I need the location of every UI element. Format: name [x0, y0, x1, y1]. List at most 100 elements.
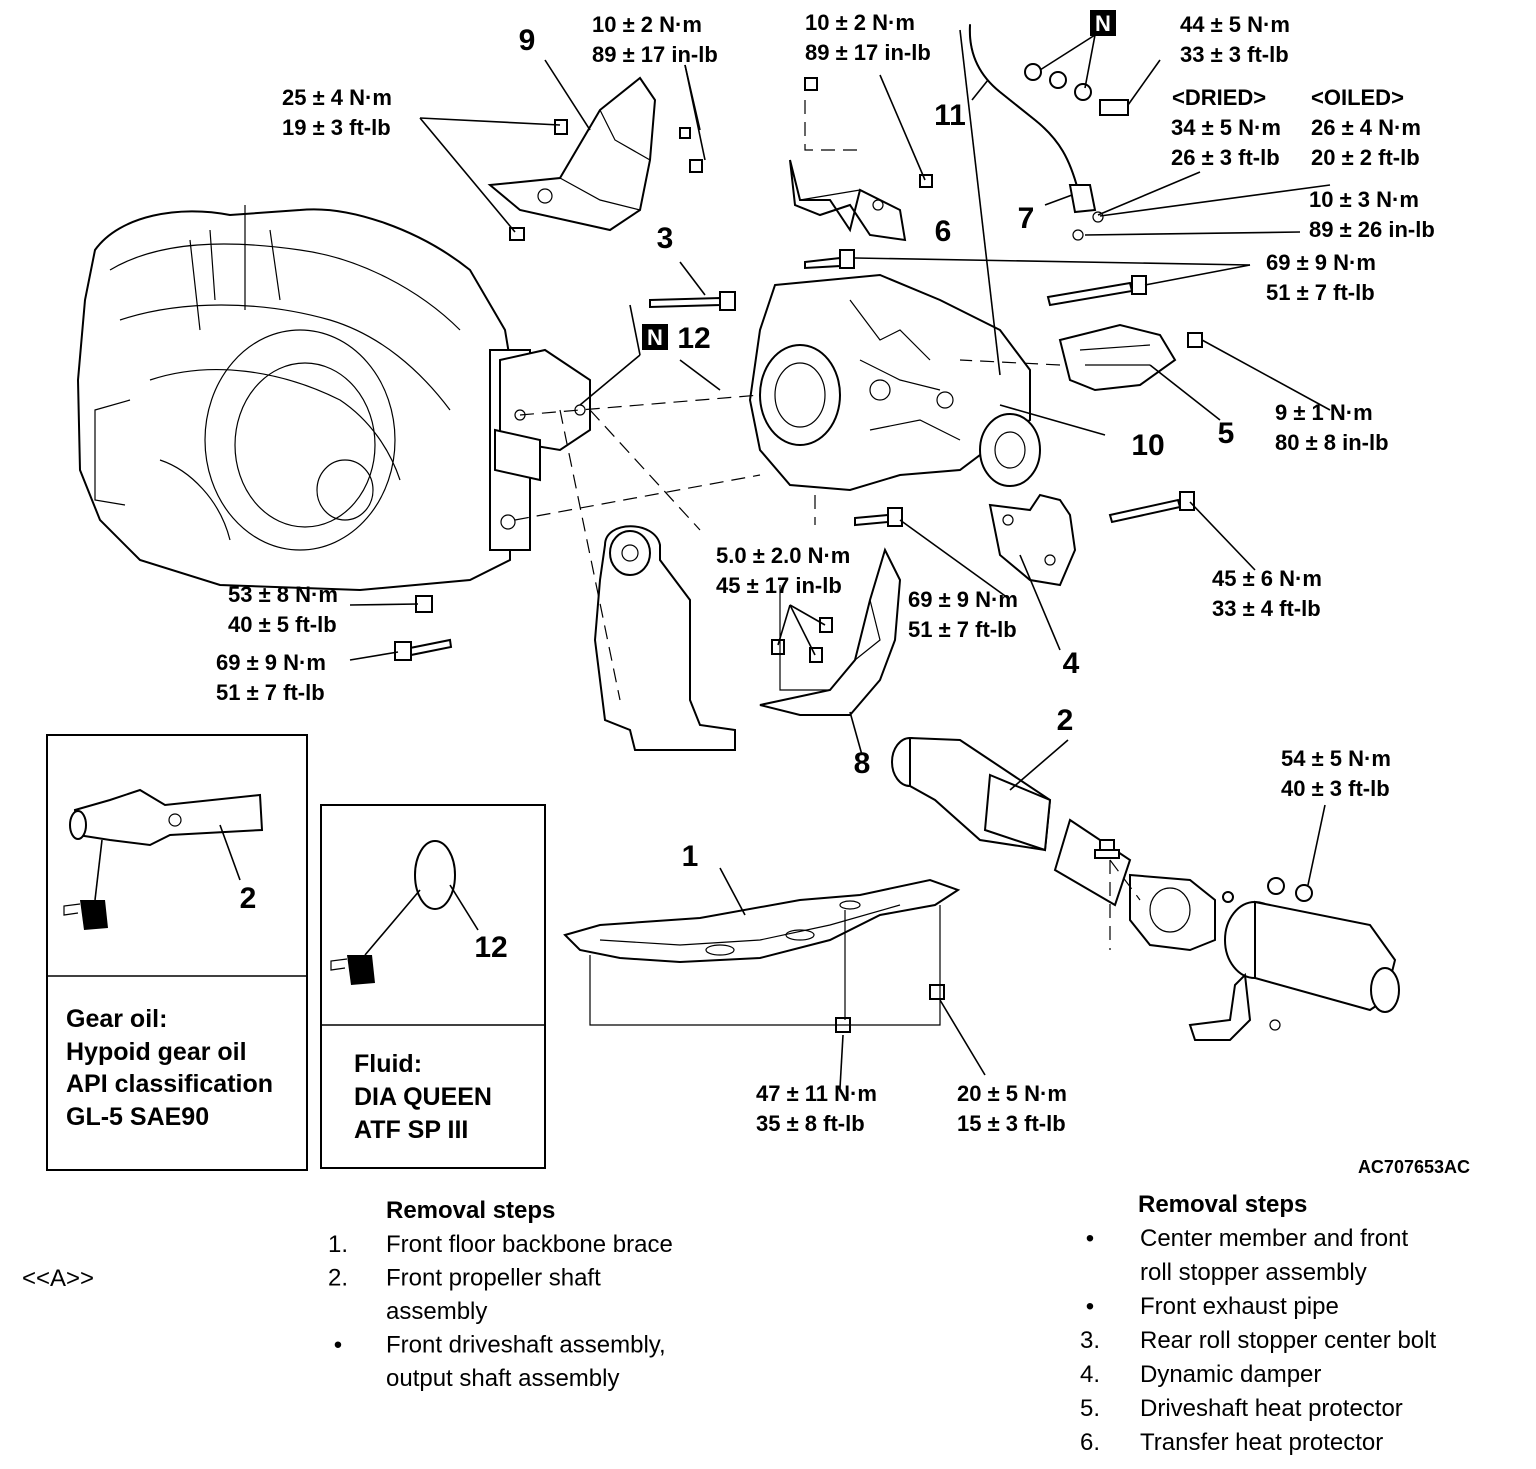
torque-value: 5.0 ± 2.0 N·m [716, 543, 850, 568]
torque-value: 89 ± 17 in-lb [592, 42, 718, 67]
torque-value: 51 ± 7 ft-lb [1266, 280, 1375, 305]
dynamic-damper-4 [988, 493, 1077, 587]
oil-can-icon [330, 955, 375, 985]
step-bullet: 5. [1080, 1395, 1100, 1422]
step-text: Driveshaft heat protector [1140, 1395, 1403, 1422]
bolts [394, 77, 1234, 1033]
oil-can-icon [63, 900, 108, 930]
svg-text:ATF SP III: ATF SP III [354, 1116, 468, 1144]
o-ring-detail-12 [414, 840, 456, 910]
rear-roll-stopper-bracket [593, 525, 736, 751]
dried-heading: <DRIED> [1172, 85, 1266, 110]
torque-value: 45 ± 6 N·m [1212, 566, 1322, 591]
torque-value: 69 ± 9 N·m [216, 650, 326, 675]
driveshaft-heat-protector-5 [1058, 323, 1177, 392]
svg-text:Hypoid gear oil: Hypoid gear oil [66, 1038, 247, 1066]
callout-1: 1 [682, 840, 699, 873]
shaft-detail-2 [69, 788, 264, 847]
step-bullet: 4. [1080, 1361, 1100, 1388]
note-marker-a: <<A>> [22, 1265, 94, 1292]
torque-value: 44 ± 5 N·m [1180, 12, 1290, 37]
removal-steps-right: Removal steps • Center member and front ro… [1080, 1191, 1436, 1456]
callout-2-detail: 2 [240, 882, 257, 915]
torque-value: 35 ± 8 ft-lb [756, 1111, 865, 1136]
step-text: Transfer heat protector [1140, 1429, 1383, 1456]
callout-3: 3 [657, 222, 674, 255]
step-text: Front driveshaft assembly, [386, 1332, 666, 1359]
callout-6: 6 [935, 215, 952, 248]
step-bullet: • [1086, 1225, 1094, 1252]
torque-value: 69 ± 9 N·m [908, 587, 1018, 612]
n-badge: N [642, 324, 668, 350]
svg-text:Fluid:: Fluid: [354, 1050, 422, 1078]
torque-value: 89 ± 26 in-lb [1309, 217, 1435, 242]
callout-7: 7 [1018, 202, 1035, 235]
callout-12-detail: 12 [474, 931, 507, 964]
torque-value: 20 ± 2 ft-lb [1311, 145, 1420, 170]
step-text: Front exhaust pipe [1140, 1293, 1339, 1320]
torque-value: 19 ± 3 ft-lb [282, 115, 391, 140]
callout-2: 2 [1057, 704, 1074, 737]
svg-text:API classification: API classification [66, 1070, 273, 1098]
callout-9: 9 [519, 24, 536, 57]
transfer-assembly-10 [748, 273, 1041, 492]
torque-value: 34 ± 5 N·m [1171, 115, 1281, 140]
figure-code: AC707653AC [1358, 1157, 1470, 1177]
callout-10: 10 [1131, 429, 1164, 462]
torque-value: 69 ± 9 N·m [1266, 250, 1376, 275]
torque-value: 47 ± 11 N·m [756, 1081, 877, 1106]
step-bullet: 1. [328, 1231, 348, 1258]
step-text: Front propeller shaft [386, 1265, 601, 1292]
step-text: roll stopper assembly [1140, 1259, 1367, 1286]
torque-value: 10 ± 2 N·m [592, 12, 702, 37]
step-bullet: • [1086, 1293, 1094, 1320]
fluid-note: Fluid: DIA QUEEN ATF SP III [354, 1050, 492, 1144]
torque-value: 33 ± 4 ft-lb [1212, 596, 1321, 621]
removal-steps-left: Removal steps <<A>> 1.Front floor backbo… [22, 1197, 673, 1392]
oiled-heading: <OILED> [1311, 85, 1404, 110]
callout-12: 12 [677, 322, 710, 355]
torque-value: 26 ± 4 N·m [1311, 115, 1421, 140]
torque-value: 45 ± 17 in-lb [716, 573, 842, 598]
step-bullet: • [334, 1332, 342, 1359]
transfer-heat-shield-9 [487, 76, 657, 232]
torque-value: 40 ± 3 ft-lb [1281, 776, 1390, 801]
torque-value: 25 ± 4 N·m [282, 85, 392, 110]
heat-shield-8 [759, 547, 902, 716]
step-text: Dynamic damper [1140, 1361, 1321, 1388]
callout-4: 4 [1063, 647, 1080, 680]
step-text: Center member and front [1140, 1225, 1408, 1252]
torque-value: 26 ± 3 ft-lb [1171, 145, 1280, 170]
torque-value: 51 ± 7 ft-lb [908, 617, 1017, 642]
torque-value: 15 ± 3 ft-lb [957, 1111, 1066, 1136]
front-propeller-shaft-2 [891, 736, 1400, 1041]
callout-11: 11 [934, 99, 966, 132]
leader-lines [94, 29, 1331, 1089]
vent-hose-11 [968, 24, 1129, 241]
gear-oil-note: Gear oil: Hypoid gear oil API classifica… [66, 1005, 273, 1131]
front-floor-backbone-brace-1 [563, 878, 961, 964]
torque-value: 51 ± 7 ft-lb [216, 680, 325, 705]
transfer-heat-protector-6 [789, 159, 907, 242]
svg-text:Gear oil:: Gear oil: [66, 1005, 167, 1033]
torque-value: 53 ± 8 N·m [228, 582, 338, 607]
step-text: assembly [386, 1298, 487, 1325]
svg-text:N: N [1095, 11, 1111, 36]
transaxle-drawing [76, 205, 591, 592]
torque-value: 89 ± 17 in-lb [805, 40, 931, 65]
step-text: Front floor backbone brace [386, 1231, 673, 1258]
step-bullet: 6. [1080, 1429, 1100, 1456]
torque-value: 54 ± 5 N·m [1281, 746, 1391, 771]
step-text: output shaft assembly [386, 1365, 619, 1392]
n-badge: N [1090, 10, 1116, 36]
svg-text:GL-5 SAE90: GL-5 SAE90 [66, 1103, 209, 1131]
removal-steps-heading: Removal steps [1138, 1191, 1307, 1218]
step-text: Rear roll stopper center bolt [1140, 1327, 1436, 1354]
callout-5: 5 [1218, 417, 1235, 450]
torque-value: 10 ± 3 N·m [1309, 187, 1419, 212]
torque-value: 40 ± 5 ft-lb [228, 612, 337, 637]
torque-value: 9 ± 1 N·m [1275, 400, 1373, 425]
torque-value: 20 ± 5 N·m [957, 1081, 1067, 1106]
